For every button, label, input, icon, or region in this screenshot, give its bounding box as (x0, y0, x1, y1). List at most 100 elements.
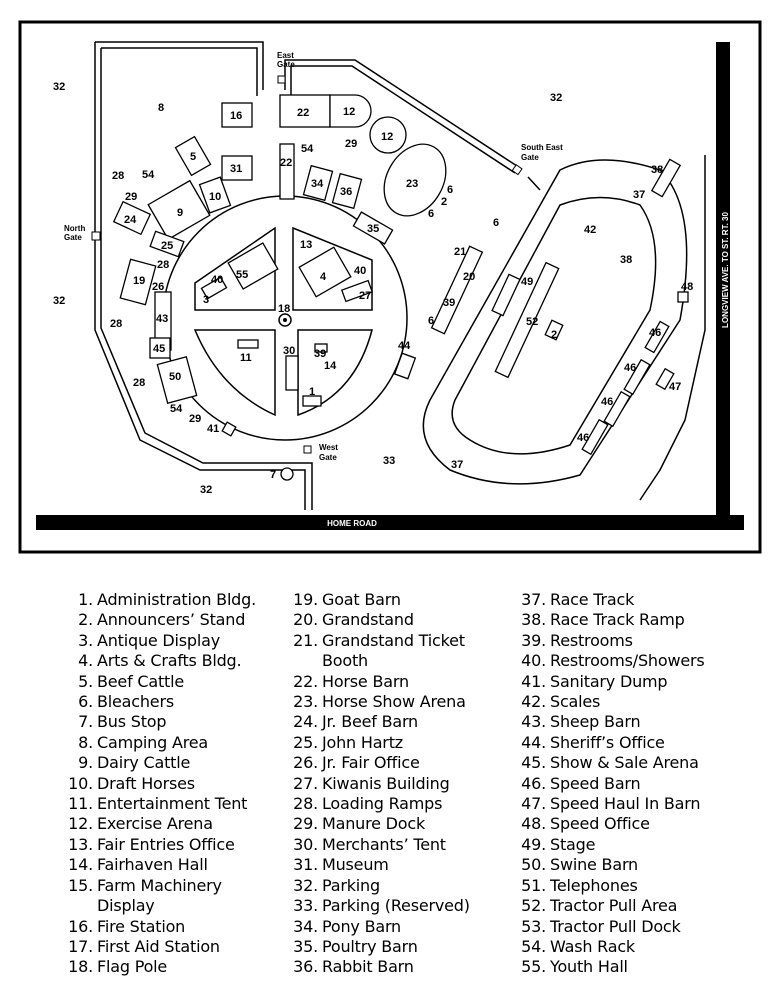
legend-label: Poultry Barn (322, 936, 418, 956)
legend-label: Bleachers (97, 692, 174, 712)
legend-item: 3.Antique Display (55, 631, 282, 651)
merchants-tent (285, 355, 299, 391)
legend-number: 51. (521, 875, 546, 895)
legend-number: 31. (293, 855, 318, 875)
legend-item: 49.Stage (508, 835, 735, 855)
legend-item: 31.Museum (280, 855, 507, 875)
legend-label: Administration Bldg. (97, 590, 256, 609)
legend-label: Speed Haul In Barn (550, 794, 701, 814)
legend-number: 5. (78, 671, 93, 691)
restrooms-q4 (314, 343, 328, 353)
label-poultry: 35 (367, 223, 379, 235)
label-racetrack-n: 37 (633, 189, 645, 201)
label-parking-tr: 32 (550, 92, 562, 104)
speed-barn-b (623, 358, 651, 396)
label-tractor-area: 52 (526, 316, 538, 328)
legend-item: 27.Kiwanis Building (280, 774, 507, 794)
east-gate-marker (277, 75, 286, 84)
legend-item: 48.Speed Office (508, 814, 735, 834)
legend-item: 36.Rabbit Barn (280, 957, 507, 977)
legend-item: 53.Tractor Pull Dock (508, 917, 735, 937)
legend-item: 34.Pony Barn (280, 917, 507, 937)
legend-number: 46. (521, 773, 546, 793)
legend-label: Booth (322, 651, 368, 671)
label-antique-g: 6 (493, 217, 499, 229)
legend-number: 53. (521, 916, 546, 936)
legend-label: Bus Stop (97, 712, 167, 732)
label-dairy: 9 (177, 207, 183, 219)
legend-number: 34. (293, 916, 318, 936)
east-gate-label-2: Gate (277, 60, 295, 69)
legend-label: Fair Entries Office (97, 834, 235, 854)
legend-label: Restrooms/Showers (550, 651, 705, 671)
legend-label: Exercise Arena (97, 814, 213, 834)
legend-label: Announcers’ Stand (97, 610, 246, 630)
label-jrfair: 26 (152, 281, 164, 293)
legend-label: Dairy Cattle (97, 753, 191, 773)
label-ent: 11 (240, 352, 252, 364)
legend-number: 45. (521, 753, 546, 773)
legend-number: 55. (521, 957, 546, 977)
legend-number: 52. (521, 896, 546, 916)
label-speed-barn-b: 46 (624, 362, 636, 374)
legend-item: 45.Show & Sale Arena (508, 753, 735, 773)
legend-number: 9. (78, 753, 93, 773)
east-gate-label-1: East (277, 51, 294, 60)
label-speed-barn-c: 46 (601, 396, 613, 408)
legend-label: Race Track Ramp (550, 610, 685, 630)
label-sheriff: 44 (398, 340, 411, 352)
legend-number: 40. (521, 651, 546, 671)
bus-stop (280, 467, 294, 481)
legend-number: 14. (68, 855, 93, 875)
ramp-bldg (650, 158, 682, 198)
label-sheep: 43 (156, 313, 168, 325)
legend-item: 2.Announcers’ Stand (55, 610, 282, 630)
poultry-bldg (352, 211, 394, 245)
legend-label: Antique Display (97, 630, 221, 650)
horse-show-arena (383, 143, 447, 217)
stage-bldg (491, 273, 521, 317)
label-parking-l: 32 (53, 295, 65, 307)
label-exercise-b: 12 (381, 131, 393, 143)
legend-item: 41.Sanitary Dump (508, 672, 735, 692)
legend-item: 17.First Aid Station (55, 937, 282, 957)
legend-number: 4. (78, 651, 93, 671)
legend-item: 52.Tractor Pull Area (508, 896, 735, 916)
label-stage: 49 (521, 276, 533, 288)
legend-item: 15.Farm Machinery (55, 876, 282, 896)
legend-item: 7.Bus Stop (55, 712, 282, 732)
legend-item: 21.Grandstand Ticket (280, 631, 507, 651)
legend-item: 11.Entertainment Tent (55, 794, 282, 814)
label-restshow-q1: 40 (211, 274, 223, 286)
legend-item: 6.Bleachers (55, 692, 282, 712)
legend-item: 8.Camping Area (55, 733, 282, 753)
tractor-pull-area (494, 261, 560, 379)
label-speed-office: 48 (681, 281, 693, 293)
label-ramp: 38 (651, 164, 663, 176)
legend-number: 7. (78, 712, 93, 732)
buildings (112, 94, 689, 481)
sheriff-bldg (393, 352, 417, 380)
legend-item: 38.Race Track Ramp (508, 610, 735, 630)
legend-number: 32. (293, 875, 318, 895)
legend-item: 23.Horse Show Arena (280, 692, 507, 712)
legend-label: Speed Office (550, 814, 650, 834)
legend-label: Manure Dock (322, 814, 426, 834)
legend-item: 4.Arts & Crafts Bldg. (55, 651, 282, 671)
legend-label: Beef Cattle (97, 671, 184, 691)
legend-number: 36. (293, 957, 318, 977)
legend-label: Pony Barn (322, 916, 401, 936)
longview-road-label: LONGVIEW AVE. TO ST. RT. 30 (721, 212, 730, 328)
legend-label: Museum (322, 855, 389, 875)
west-gate-label-2: Gate (319, 453, 337, 462)
label-beef: 5 (190, 151, 196, 163)
label-racetrack-s: 37 (451, 459, 463, 471)
legend-item: 33.Parking (Reserved) (280, 896, 507, 916)
label-swine: 50 (169, 371, 181, 383)
label-camping: 8 (158, 102, 164, 114)
legend-label: Flag Pole (97, 957, 168, 977)
legend-item: 50.Swine Barn (508, 855, 735, 875)
legend-item: 12.Exercise Arena (55, 814, 282, 834)
legend-label: Horse Show Arena (322, 692, 466, 712)
legend-number: 33. (293, 896, 318, 916)
